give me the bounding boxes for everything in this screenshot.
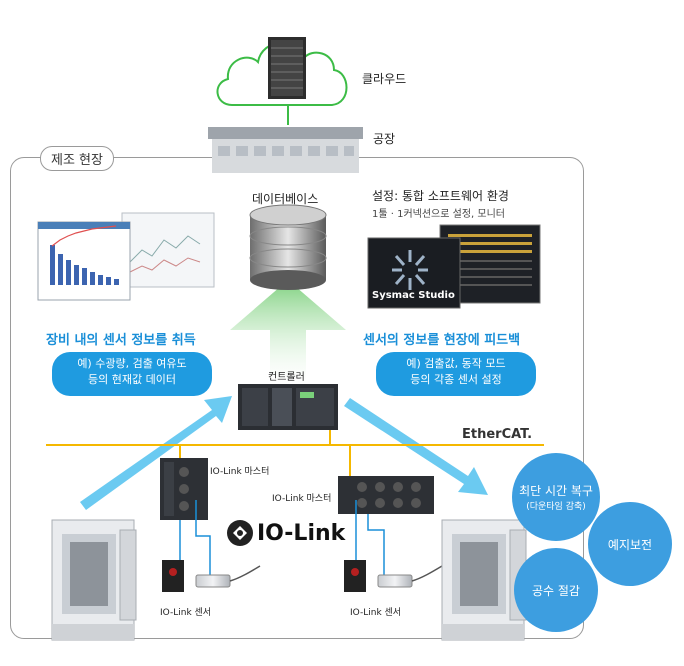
report-screens-image <box>37 212 215 301</box>
cloud-label: 클라우드 <box>362 72 407 86</box>
settings-title: 설정: 통합 소프트웨어 환경 <box>372 189 509 203</box>
iolink-master-left-device <box>160 458 208 520</box>
left-title: 장비 내의 센서 정보를 취득 <box>46 333 196 348</box>
benefit-downtime-label: 최단 시간 복구 <box>519 484 593 498</box>
right-title: 센서의 정보를 현장에 피드백 <box>363 333 521 348</box>
sensor-cables <box>179 500 385 576</box>
sysmac-studio-label: Sysmac Studio <box>372 290 455 301</box>
photoelectric-sensor-right-icon <box>344 560 366 592</box>
cloud-icon <box>216 37 348 106</box>
iolink-master-right-device <box>338 476 434 514</box>
benefit-downtime-circle: 최단 시간 복구 (다운타임 감축) <box>512 453 600 541</box>
machine-right-icon <box>441 519 527 641</box>
left-example-bubble: 예) 수광량, 검출 여유도 등의 현재값 데이터 <box>52 352 212 396</box>
factory-building-icon <box>208 127 363 173</box>
iolink-sensor-left-label: IO-Link 센서 <box>160 608 212 618</box>
frame-label: 제조 현장 <box>40 146 114 171</box>
benefit-downtime-sublabel: (다운타임 감축) <box>526 502 586 512</box>
iolink-sensor-right-label: IO-Link 센서 <box>350 608 402 618</box>
iolink-logo-text: IO-Link <box>257 521 346 546</box>
proximity-sensor-right-icon <box>377 565 443 588</box>
benefit-predictive-label: 예지보전 <box>607 537 653 552</box>
iolink-master-right-label: IO-Link 마스터 <box>272 494 332 504</box>
database-icon <box>249 204 327 290</box>
benefit-labor-label: 공수 절감 <box>532 583 580 598</box>
feedback-arrow <box>344 398 488 495</box>
controller-label: 컨트롤러 <box>268 372 305 383</box>
machine-left-icon <box>51 519 137 641</box>
database-label: 데이터베이스 <box>252 192 319 206</box>
iolink-master-left-label: IO-Link 마스터 <box>210 467 270 477</box>
photoelectric-sensor-left-icon <box>162 560 184 592</box>
ethercat-label: EtherCAT. <box>462 427 533 442</box>
benefit-labor-circle: 공수 절감 <box>514 548 598 632</box>
right-example-bubble: 예) 검출값, 동작 모드 등의 각종 센서 설정 <box>376 352 536 396</box>
factory-label: 공장 <box>373 132 396 146</box>
controller-device-icon <box>238 384 338 430</box>
sysmac-studio-screens-image <box>367 224 541 309</box>
upload-arrow <box>230 280 346 385</box>
settings-subtitle: 1툴 · 1커넥션으로 설정, 모니터 <box>372 209 505 220</box>
benefit-predictive-circle: 예지보전 <box>588 502 672 586</box>
proximity-sensor-left-icon <box>195 565 261 588</box>
iolink-logo-icon <box>227 520 253 546</box>
collect-data-arrow <box>80 396 232 510</box>
